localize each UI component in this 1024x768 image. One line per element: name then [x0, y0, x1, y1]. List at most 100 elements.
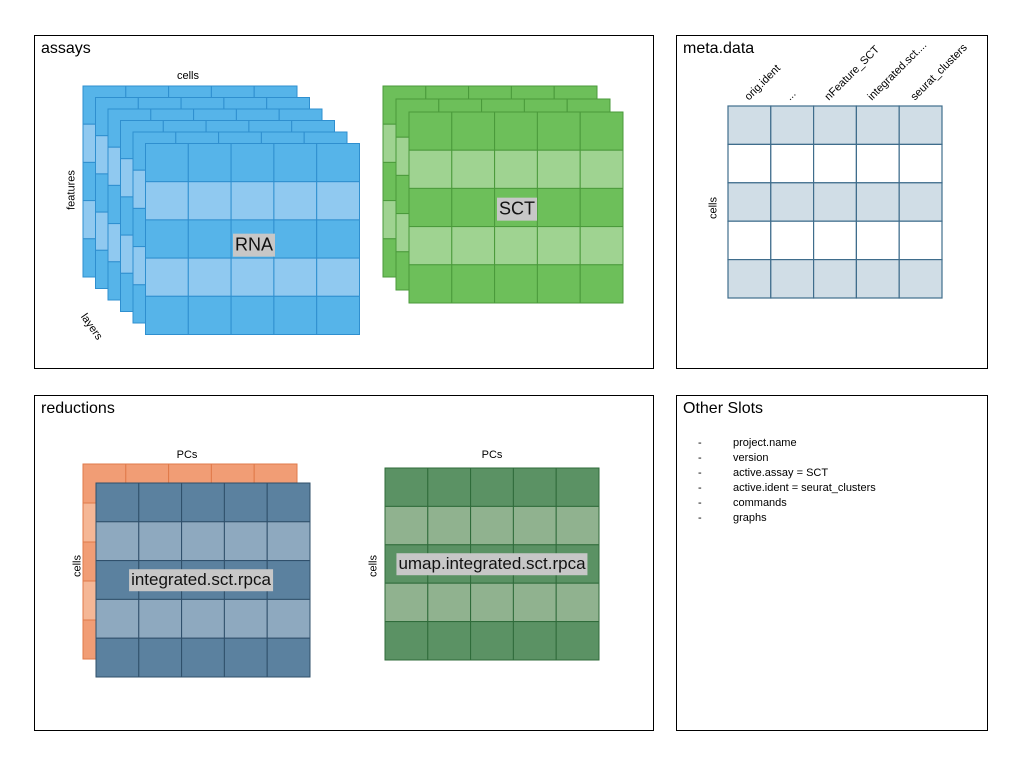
reductions-diagram [82, 463, 600, 678]
matrix-cell [813, 259, 858, 299]
meta-data-grid [727, 105, 943, 299]
matrix-cell [855, 182, 900, 222]
matrix-cell [813, 220, 858, 261]
matrix-cell [855, 259, 900, 299]
matrix-cell [223, 637, 268, 678]
matrix-cell [138, 482, 183, 523]
matrix-cell [138, 598, 183, 639]
reductions-title: reductions [41, 400, 115, 417]
matrix-cell [187, 143, 232, 183]
matrix-cell [855, 220, 900, 261]
matrix-cell [536, 264, 581, 304]
matrix-cell [536, 226, 581, 266]
matrix-cell [384, 582, 429, 623]
matrix-cell [181, 482, 225, 523]
matrix-cell [579, 111, 624, 151]
matrix-cell [451, 264, 496, 304]
matrix-cell [770, 259, 815, 299]
matrix-cell [536, 111, 581, 151]
matrix-cell [470, 621, 514, 661]
matrix-cell [579, 149, 624, 189]
matrix-cell [266, 521, 311, 562]
pca-pcs-label: PCs [176, 449, 198, 461]
matrix-cell [898, 182, 943, 222]
matrix-cell [579, 187, 624, 228]
umap-cells-label: cells [367, 554, 380, 578]
features-axis-label: features [65, 170, 78, 210]
slot-item-active-ident: active.ident = seurat_clusters [695, 481, 876, 496]
matrix-cell [512, 467, 557, 507]
matrix-cell [187, 219, 232, 259]
matrix-cell [770, 220, 815, 261]
matrix-cell [138, 637, 183, 678]
matrix-cell [408, 264, 453, 304]
umap-pcs-label: PCs [481, 449, 503, 461]
matrix-cell [427, 467, 472, 507]
matrix-cell [727, 182, 772, 222]
matrix-cell [898, 220, 943, 261]
matrix-cell [770, 143, 815, 184]
pca-cells-label: cells [71, 554, 84, 578]
matrix-cell [145, 143, 189, 183]
matrix-cell [273, 219, 318, 259]
matrix-cell [555, 467, 600, 507]
cells-axis-label: cells [176, 70, 200, 82]
meta-data-title: meta.data [683, 40, 755, 57]
matrix-cell [266, 560, 311, 600]
matrix-cell [316, 181, 361, 221]
matrix-cell [727, 143, 772, 184]
matrix-cell [266, 637, 311, 678]
matrix-cell [427, 621, 472, 661]
matrix-cell [145, 219, 189, 259]
matrix-cell [536, 149, 581, 189]
matrix-cell [138, 521, 183, 562]
matrix-cell [230, 143, 275, 183]
other-slots-list: project.name version active.assay = SCT … [695, 436, 876, 526]
matrix-cell [898, 105, 943, 146]
matrix-cell [408, 187, 453, 228]
matrix-cell [494, 264, 538, 304]
matrix-cell [898, 259, 943, 299]
matrix-cell [770, 105, 815, 146]
matrix-cell [451, 111, 496, 151]
pca-reduction-label: integrated.sct.rpca [129, 569, 273, 591]
matrix-cell [813, 182, 858, 222]
matrix-cell [384, 467, 429, 507]
matrix-cell [512, 621, 557, 661]
matrix-cell [408, 111, 453, 151]
matrix-cell [273, 143, 318, 183]
matrix-cell [855, 105, 900, 146]
matrix-cell [273, 181, 318, 221]
matrix-cell [536, 187, 581, 228]
matrix-cell [273, 295, 318, 335]
sct-matrix-label: SCT [497, 197, 537, 221]
matrix-cell [727, 220, 772, 261]
slot-item-active-assay: active.assay = SCT [695, 466, 876, 481]
matrix-cell [95, 637, 140, 678]
matrix-cell [512, 505, 557, 546]
matrix-cell [223, 482, 268, 523]
matrix-cell [470, 467, 514, 507]
assays-diagram [82, 85, 624, 335]
matrix-cell [555, 582, 600, 623]
matrix-cell [316, 143, 361, 183]
matrix-cell [427, 582, 472, 623]
matrix-cell [494, 149, 538, 189]
rna-layer-6 [145, 143, 361, 335]
matrix-cell [273, 257, 318, 297]
matrix-cell [813, 143, 858, 184]
rna-matrix-label: RNA [232, 233, 276, 257]
assays-title: assays [41, 40, 91, 57]
matrix-cell [145, 181, 189, 221]
meta-data-panel: meta.data cells orig.ident ... nFeature_… [676, 35, 988, 369]
matrix-cell [181, 521, 225, 562]
matrix-cell [813, 105, 858, 146]
matrix-cell [579, 226, 624, 266]
matrix-cell [555, 621, 600, 661]
matrix-cell [181, 637, 225, 678]
matrix-cell [266, 482, 311, 523]
matrix-cell [316, 219, 361, 259]
matrix-cell [187, 257, 232, 297]
matrix-cell [898, 143, 943, 184]
other-slots-title: Other Slots [683, 400, 764, 417]
